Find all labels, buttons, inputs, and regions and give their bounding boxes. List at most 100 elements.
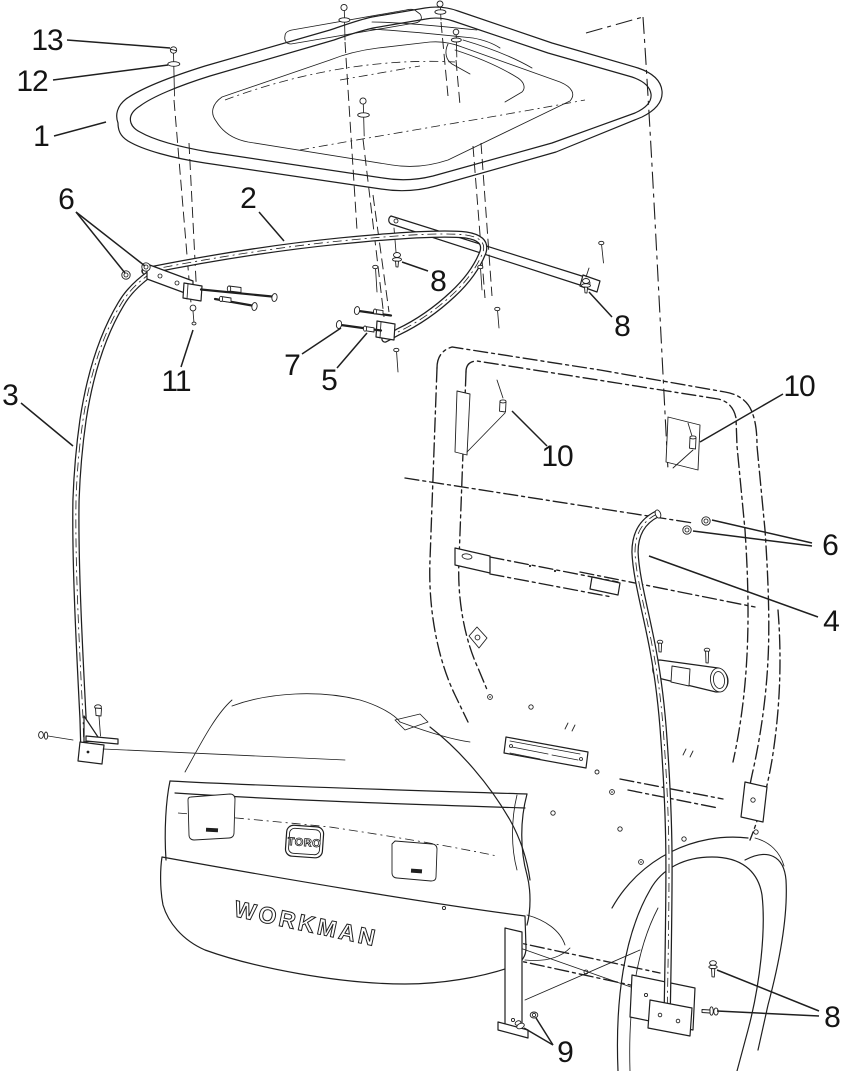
line-art-segment: [617, 826, 623, 832]
line-art-segment: [226, 285, 232, 292]
line-art-segment: [665, 416, 701, 471]
callout-leader-line: [716, 1010, 820, 1017]
line-art-segment: [497, 309, 500, 329]
line-art-segment: [123, 272, 129, 278]
canopy-mounting-screws: [167, 0, 462, 137]
line-art-segment: [393, 227, 397, 253]
line-art-segment: [455, 59, 461, 106]
cutting-plane-line: [585, 16, 669, 471]
line-art-segment: [288, 827, 321, 856]
line-art-segment: [509, 752, 541, 760]
callout-leader-line: [180, 329, 194, 368]
line-art-segment: [750, 797, 756, 803]
line-art-segment: [251, 302, 258, 311]
bracket-flange-screw: [94, 704, 102, 737]
line-art-segment: [184, 699, 233, 773]
line-art-segment: [675, 1018, 681, 1024]
front-bumper: [160, 856, 527, 985]
callout-label-2: 2: [240, 182, 257, 215]
callout-leader-line: [648, 555, 819, 618]
line-art-segment: [404, 477, 694, 524]
callout-label-12: 12: [16, 65, 48, 98]
line-art-segment: [359, 97, 367, 105]
line-art-segment: [642, 16, 669, 471]
left-clamp-assembly: [121, 262, 278, 326]
line-art-segment: [102, 748, 346, 761]
line-art-segment: [393, 218, 399, 224]
line-art-segment: [461, 553, 473, 560]
line-art-segment: [528, 564, 532, 568]
line-art-segment: [436, 346, 770, 816]
line-art-segment: [218, 295, 224, 302]
line-art-segment: [205, 827, 219, 833]
flange-screw-9: [514, 1020, 525, 1030]
line-art-segment: [372, 264, 379, 270]
callout-leader-line: [301, 327, 342, 355]
line-art-segment: [643, 992, 649, 998]
leg-bottom-bracket: [77, 715, 346, 765]
line-art-segment: [526, 914, 566, 946]
canopy-outer-outline: [116, 6, 663, 192]
callout-leader-line: [511, 410, 548, 447]
line-art-segment: [169, 780, 528, 795]
line-art-segment: [224, 60, 456, 101]
line-art-segment: [564, 722, 576, 732]
line-art-segment: [496, 379, 504, 399]
canopy-washer-12: [167, 61, 181, 67]
line-art-segment: [511, 746, 549, 755]
line-art-segment: [524, 949, 641, 1001]
line-art-segment: [434, 9, 447, 15]
line-art-segment: [340, 3, 348, 12]
line-art-segment: [494, 306, 501, 312]
callout-leader-line: [75, 211, 146, 267]
callout-leader-line: [699, 393, 784, 443]
line-art-segment: [480, 142, 493, 297]
callout-label-9: 9: [557, 1036, 574, 1069]
line-art-segment: [362, 325, 368, 332]
line-art-segment: [231, 693, 401, 723]
bracket-screw: [38, 731, 74, 741]
callout-label-6: 6: [58, 183, 75, 216]
line-art-segment: [672, 449, 694, 469]
line-art-segment: [450, 37, 462, 43]
line-art-segment: [157, 273, 163, 279]
line-art-segment: [98, 715, 101, 737]
callout-label-7: 7: [284, 349, 301, 382]
line-art-segment: [465, 360, 749, 763]
line-art-segment: [601, 243, 604, 264]
line-art-segment: [38, 731, 44, 739]
canopy-rib: [284, 8, 422, 45]
line-art-segment: [616, 856, 764, 1071]
exhaust-pipe: [652, 639, 729, 693]
line-art-segment: [505, 939, 661, 974]
callout-leader-line: [258, 211, 285, 242]
line-art-segment: [682, 748, 694, 758]
line-art-segment: [598, 240, 605, 246]
line-art-segment: [353, 306, 361, 315]
rops-mount-plate-left: [454, 379, 506, 456]
line-art-segment: [744, 853, 787, 1051]
line-art-segment: [47, 735, 74, 741]
callout-label-3: 3: [2, 379, 19, 412]
hex-nut-6: [701, 516, 711, 526]
hex-nut-6: [121, 270, 131, 280]
line-art-segment: [634, 513, 670, 1023]
line-art-segment: [394, 713, 429, 731]
rear-channel-bar: [454, 547, 621, 598]
line-art-segment: [553, 569, 557, 573]
front-support-tube-part-2: [141, 230, 501, 373]
callout-leader-line: [66, 39, 171, 49]
rops-frame: [404, 346, 781, 841]
line-art-segment: [619, 778, 724, 800]
right-clamp-assembly: [335, 306, 396, 341]
line-art-segment: [701, 516, 711, 526]
callout-label-10: 10: [541, 440, 573, 473]
line-art-segment: [521, 793, 531, 926]
leg-bottom-plate: [647, 999, 693, 1037]
line-art-segment: [489, 573, 613, 598]
line-art-segment: [445, 43, 471, 75]
line-art-segment: [441, 905, 447, 911]
assembly-centerlines: [173, 21, 493, 318]
hex-nut-6: [682, 525, 692, 535]
